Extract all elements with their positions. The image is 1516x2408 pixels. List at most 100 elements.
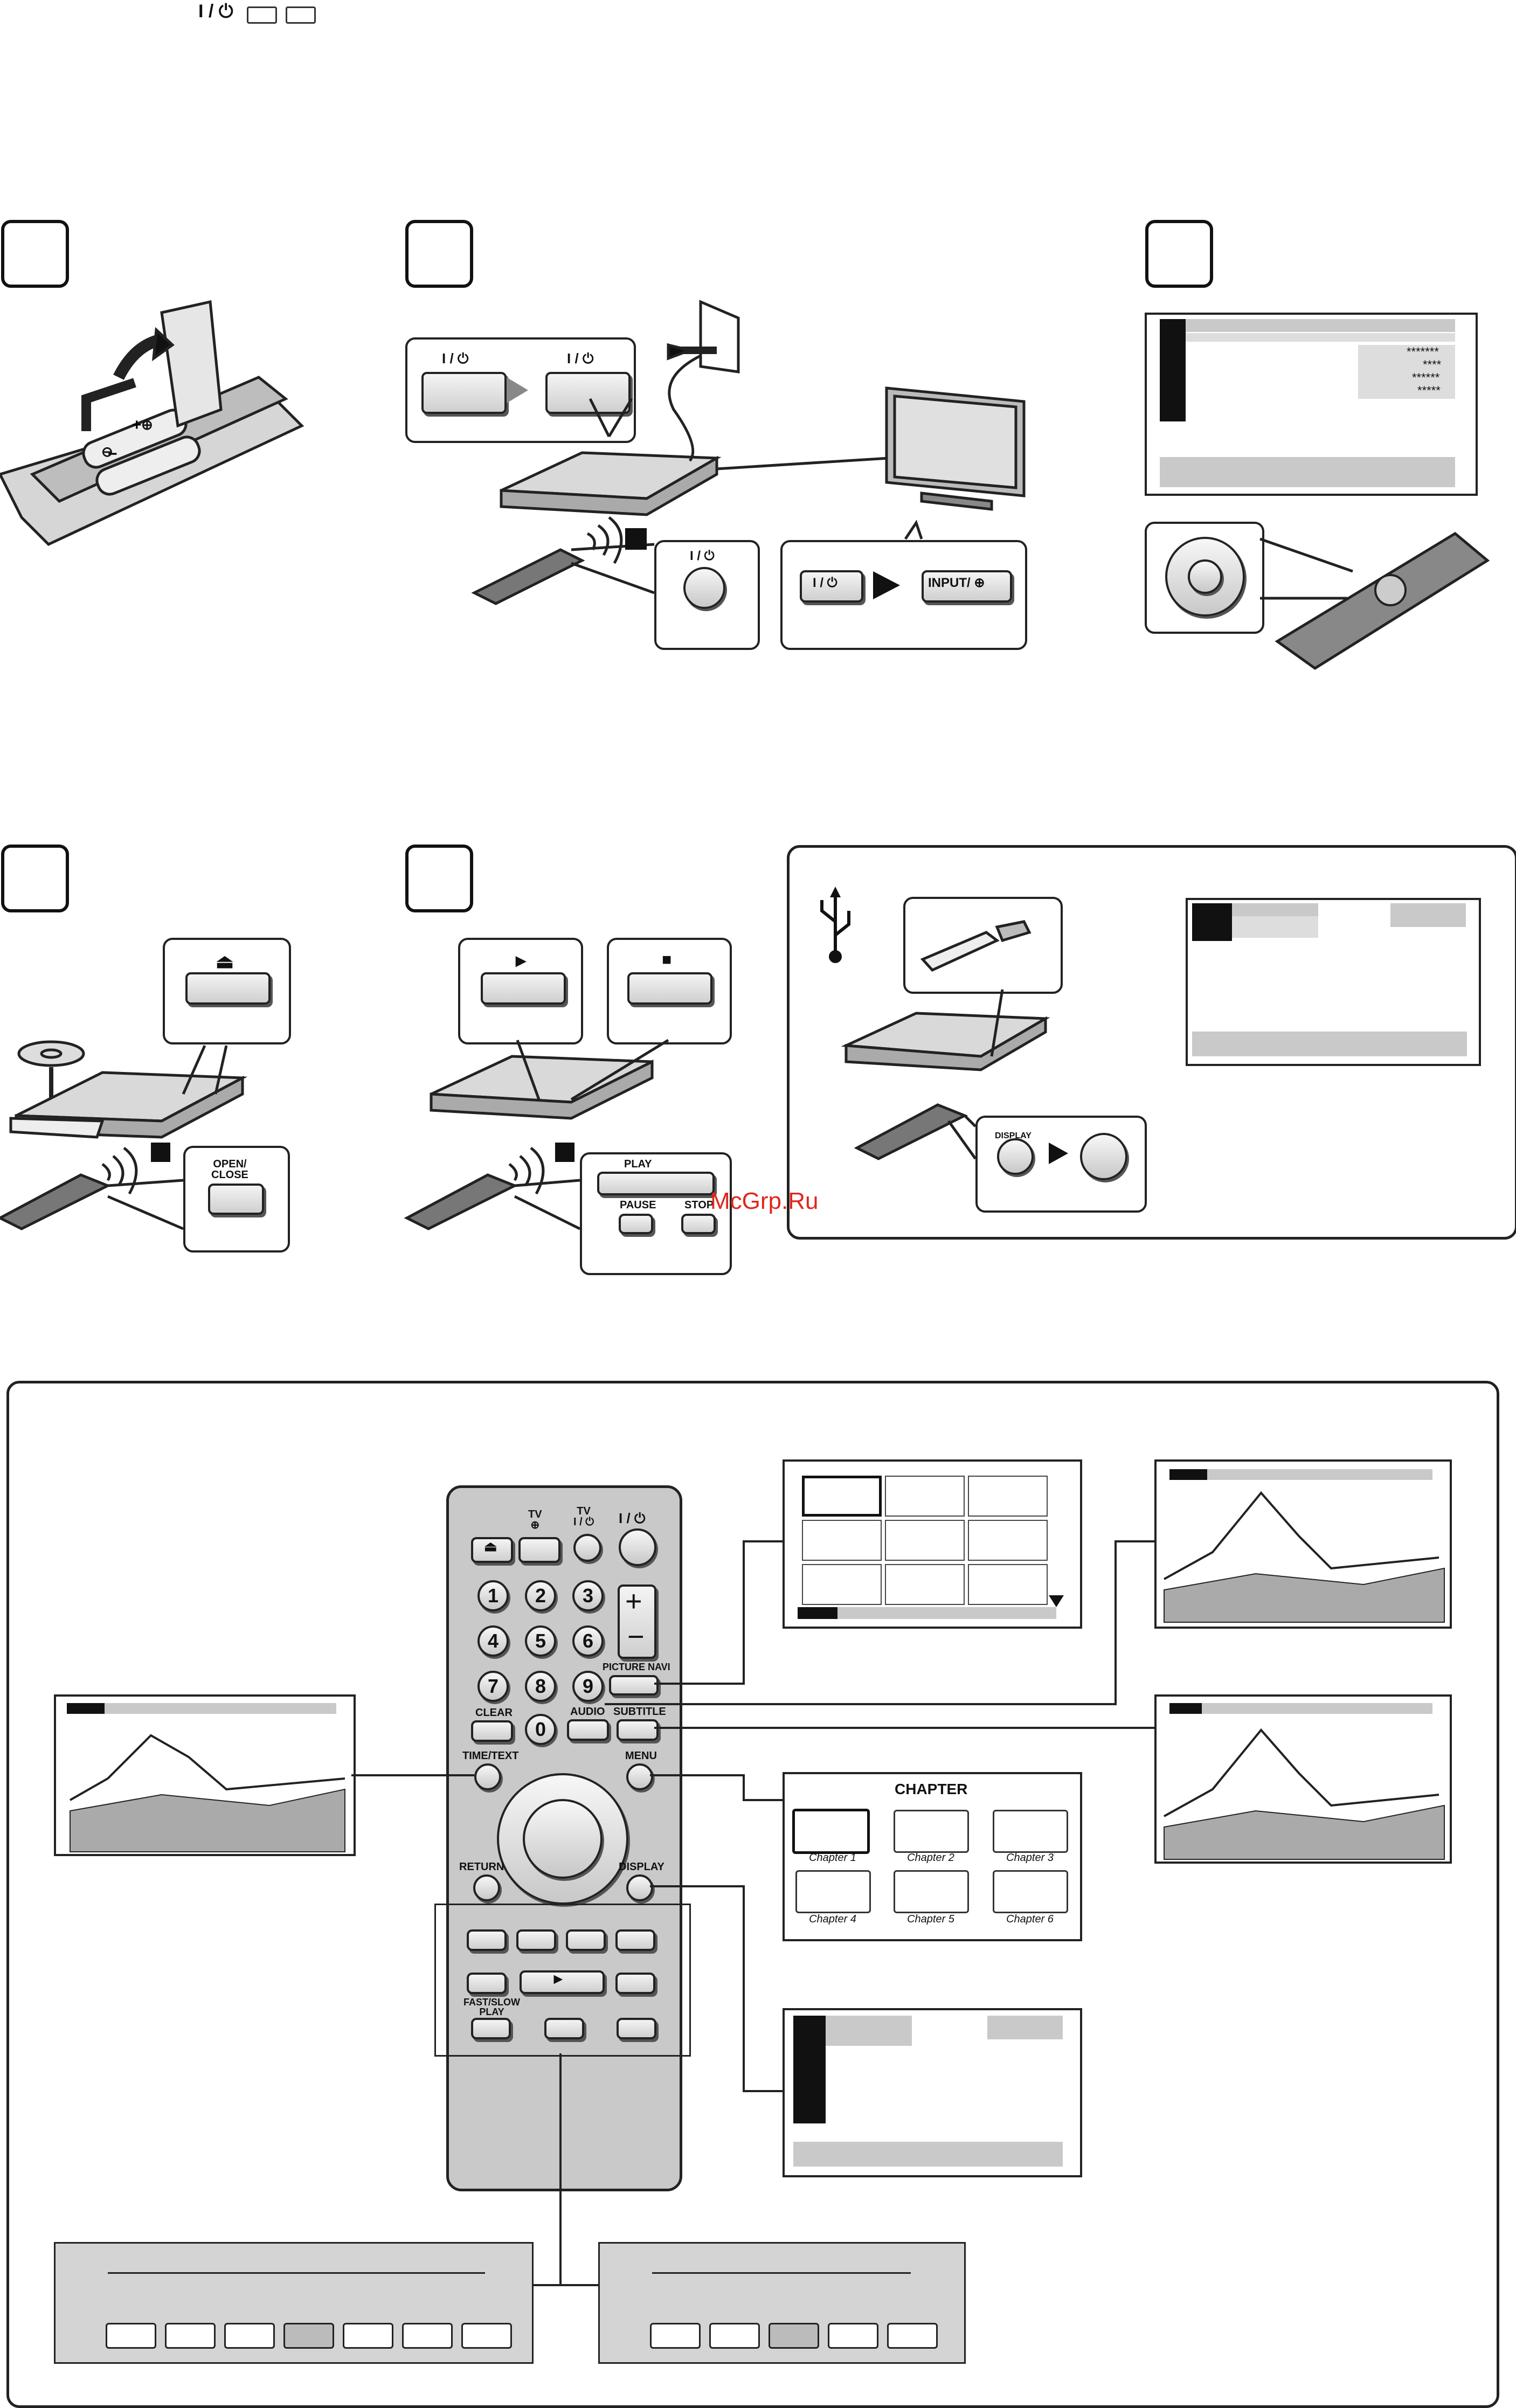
thumb-9[interactable]	[968, 1564, 1048, 1605]
number-button-8[interactable]: 8	[525, 1671, 556, 1702]
timeline-btn-3[interactable]	[224, 2323, 275, 2349]
chapter-thumb-4[interactable]	[795, 1870, 871, 1913]
setup-menu-footer	[1160, 457, 1455, 487]
remote-pause-label: PAUSE	[620, 1199, 656, 1211]
timeline-btn-1[interactable]	[106, 2323, 156, 2349]
audio-screen-bar	[1169, 1469, 1432, 1480]
usb-device-callout	[903, 897, 1063, 994]
chapter-thumb-2[interactable]	[894, 1810, 969, 1853]
thumb-2[interactable]	[885, 1476, 965, 1517]
remote-play-button[interactable]	[597, 1172, 715, 1195]
menu-button[interactable]	[626, 1763, 653, 1790]
timeline-btn-5[interactable]	[343, 2323, 393, 2349]
fast-forward-button[interactable]	[615, 1973, 655, 1994]
thumb-7[interactable]	[802, 1564, 882, 1605]
timeline-btn-7[interactable]	[461, 2323, 512, 2349]
advance-step-button[interactable]	[566, 1929, 606, 1951]
picture-navi-label: PICTURE NAVI	[603, 1662, 670, 1672]
remote-open-close-button[interactable]	[208, 1184, 264, 1215]
return-label: RETURN	[459, 1861, 504, 1873]
remote-tv-input-label: TV ⊕	[528, 1509, 542, 1531]
number-button-5[interactable]: 5	[525, 1625, 556, 1657]
step-btn-5[interactable]	[887, 2323, 938, 2349]
thumb-1[interactable]	[802, 1476, 882, 1517]
step-btn-3[interactable]	[769, 2323, 819, 2349]
enter-button[interactable]	[1188, 559, 1222, 594]
number-button-1[interactable]: 1	[477, 1580, 509, 1611]
timeline-btn-2[interactable]	[165, 2323, 216, 2349]
arrow-black-icon	[873, 571, 900, 599]
remote-stop-label: STOP	[684, 1199, 714, 1211]
player-power-label: I / ⏻	[442, 350, 469, 366]
display-button[interactable]	[626, 1874, 653, 1901]
chapter-caption-6: Chapter 6	[1006, 1913, 1054, 1925]
step-btn-2[interactable]	[709, 2323, 760, 2349]
player-stop-button[interactable]	[627, 972, 712, 1005]
tv-input-button[interactable]	[922, 570, 1012, 603]
cursor-ring-button[interactable]	[1165, 537, 1245, 617]
remote-eject-button[interactable]	[471, 1537, 513, 1563]
number-button-0[interactable]: 0	[525, 1714, 556, 1745]
usb-screen-icon-block	[1192, 903, 1232, 941]
rewind-button[interactable]	[467, 1973, 507, 1994]
timeline-btn-4[interactable]	[283, 2323, 334, 2349]
header-power-symbol: I / ⏻	[198, 1, 233, 22]
thumb-8[interactable]	[885, 1564, 965, 1605]
timeline-btn-6[interactable]	[402, 2323, 453, 2349]
step-btn-1[interactable]	[650, 2323, 701, 2349]
number-button-3[interactable]: 3	[572, 1580, 604, 1611]
next-chapter-button[interactable]	[615, 1929, 655, 1951]
remote-tv-power-button[interactable]	[573, 1534, 601, 1562]
clear-button[interactable]	[471, 1720, 513, 1742]
thumb-5[interactable]	[885, 1520, 965, 1561]
chapter-thumb-6[interactable]	[993, 1870, 1068, 1913]
bottom-play-button[interactable]	[520, 1970, 605, 1994]
player-power-button-lit[interactable]	[545, 372, 631, 414]
remote-main-power-button[interactable]	[619, 1528, 656, 1566]
chapter-thumb-3[interactable]	[993, 1810, 1068, 1853]
thumb-4[interactable]	[802, 1520, 882, 1561]
battery-minus-icon: ⊖	[101, 444, 113, 460]
tv-power-button[interactable]	[800, 570, 863, 603]
tv-input-label: INPUT/ ⊕	[928, 576, 985, 590]
remote-stop-button[interactable]	[681, 1214, 716, 1234]
player-play-button[interactable]	[481, 972, 566, 1005]
remote-pause-button[interactable]	[619, 1214, 653, 1234]
player-power-button[interactable]	[421, 372, 507, 414]
number-button-4[interactable]: 4	[477, 1625, 509, 1657]
number-button-9[interactable]: 9	[572, 1671, 604, 1702]
usb-display-label: DISPLAY	[995, 1131, 1032, 1140]
watermark: McGrp.Ru	[710, 1188, 819, 1214]
remote-enter-button[interactable]	[523, 1799, 603, 1879]
number-button-6[interactable]: 6	[572, 1625, 604, 1657]
step-timeline-line	[652, 2272, 911, 2274]
fast-slow-button[interactable]	[471, 2018, 511, 2039]
number-button-7[interactable]: 7	[477, 1671, 509, 1702]
prev-chapter-button[interactable]	[467, 1929, 507, 1951]
subtitle-button[interactable]	[617, 1719, 659, 1741]
chapter-thumb-1[interactable]	[792, 1809, 870, 1854]
chapter-thumb-5[interactable]	[894, 1870, 969, 1913]
setup-value-2: ****	[1423, 358, 1442, 371]
thumb-3[interactable]	[968, 1476, 1048, 1517]
remote-power-button[interactable]	[683, 567, 725, 609]
step-btn-4[interactable]	[828, 2323, 878, 2349]
audio-screen	[1154, 1459, 1452, 1629]
scroll-down-icon	[1049, 1595, 1064, 1607]
number-button-2[interactable]: 2	[525, 1580, 556, 1611]
chapter-caption-5: Chapter 5	[907, 1913, 954, 1925]
usb-display-button[interactable]	[997, 1138, 1034, 1175]
remote-tv-input-button[interactable]	[518, 1537, 560, 1563]
picture-navi-button[interactable]	[609, 1675, 659, 1696]
bottom-pause-button[interactable]	[544, 2018, 584, 2039]
tv-power-label: I / ⏻	[813, 576, 837, 590]
player-eject-button[interactable]	[185, 972, 271, 1005]
return-button[interactable]	[473, 1874, 500, 1901]
usb-enter-button[interactable]	[1080, 1133, 1127, 1180]
bottom-stop-button[interactable]	[617, 2018, 656, 2039]
replay-step-button[interactable]	[516, 1929, 556, 1951]
remote-main-power-label: I / ⏻	[619, 1510, 646, 1526]
thumb-6[interactable]	[968, 1520, 1048, 1561]
time-text-button[interactable]	[474, 1763, 501, 1790]
audio-button[interactable]	[567, 1719, 609, 1741]
